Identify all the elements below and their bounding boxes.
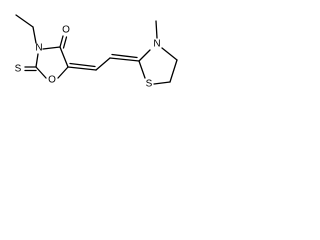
- atom-o-ring: O: [48, 75, 56, 86]
- bond-c2-n-right: [138, 49, 151, 62]
- bond-oring-c2: [35, 66, 47, 79]
- bond-exo-double-1: [67, 66, 97, 71]
- bond-ethyl-ch2-n: [32, 26, 37, 44]
- bond-methine-double-1: [109, 57, 140, 62]
- bond-carbonyl-c5: [59, 46, 69, 68]
- bond-carbonyl-o-1: [59, 35, 64, 48]
- bond-c5-oring: [57, 66, 69, 79]
- bond-exo-double-2: [69, 62, 96, 68]
- bond-n-carbonyl: [42, 46, 61, 50]
- bond-methine-double-2: [111, 53, 138, 59]
- bond-methine-single: [95, 57, 111, 71]
- bond-c5-s: [153, 81, 171, 85]
- bond-n-right-c4: [161, 47, 178, 61]
- bond-c2-n: [35, 53, 39, 68]
- bond-n-methyl: [155, 20, 158, 39]
- bond-s-c2: [138, 60, 146, 79]
- atom-s-thione: S: [15, 64, 22, 75]
- atom-n-right: N: [153, 39, 160, 50]
- bond-ethyl-ch3: [15, 14, 34, 28]
- bond-c4-c5: [169, 59, 178, 83]
- atom-o-carbonyl: O: [62, 25, 70, 36]
- chemical-structure: N O S O N S: [15, 14, 178, 90]
- atom-s-right: S: [146, 79, 153, 90]
- atom-n-left: N: [35, 43, 42, 54]
- bond-carbonyl-o-2: [62, 36, 68, 49]
